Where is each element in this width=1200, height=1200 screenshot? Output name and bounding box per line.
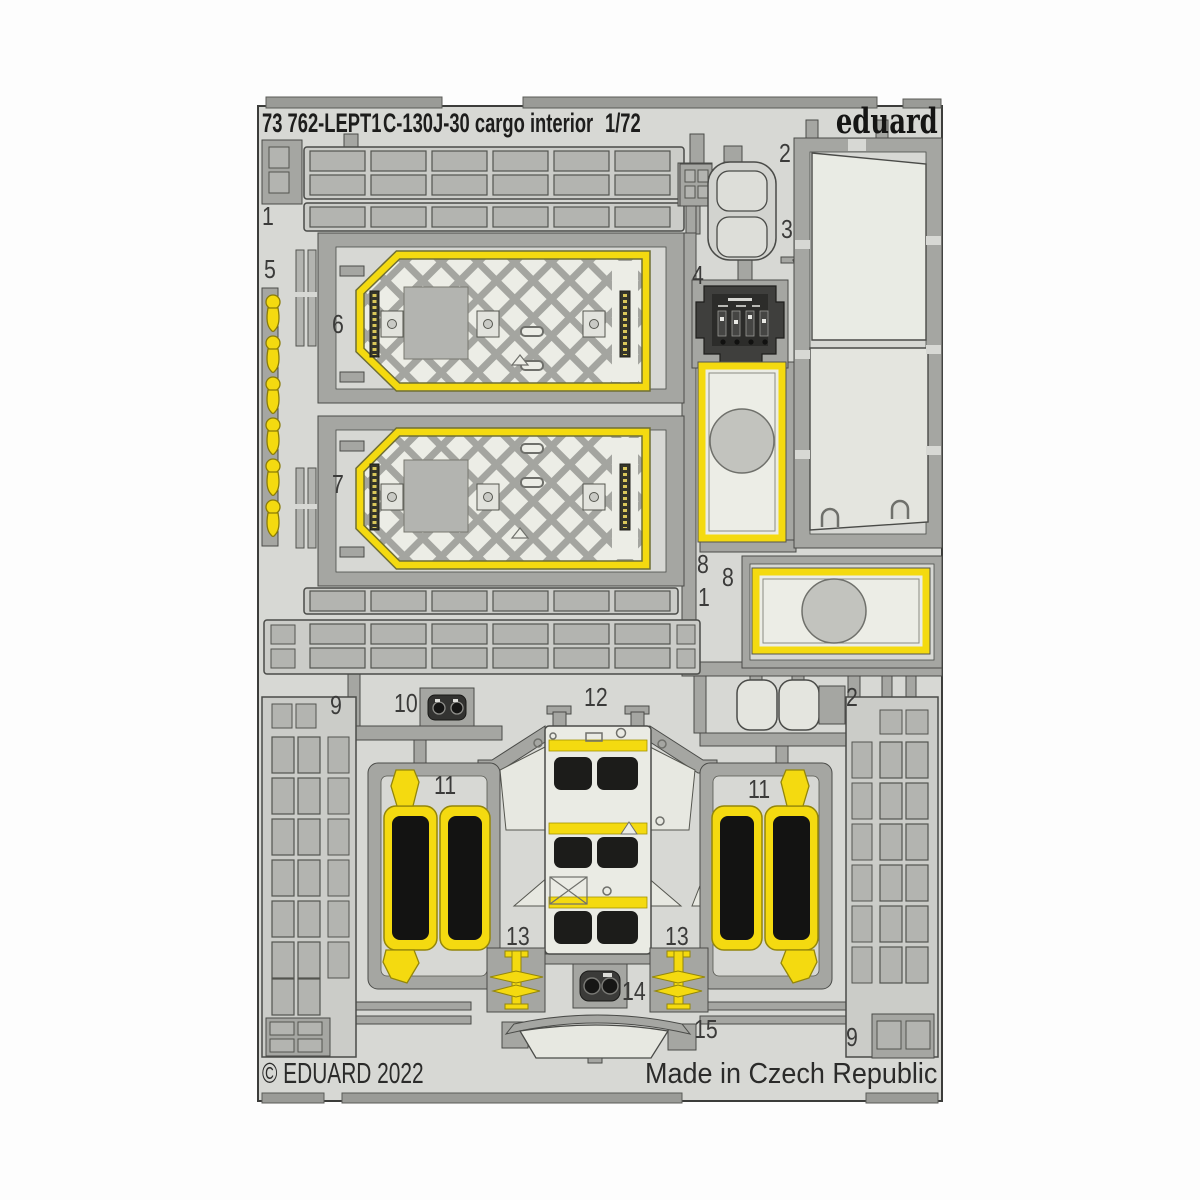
- part-number-label: 11: [748, 774, 771, 804]
- part-number-label: 1: [698, 582, 710, 612]
- part-11-straps-right: [699, 762, 833, 990]
- part-9-ladder-right: [845, 696, 939, 1059]
- part-8-panel-horizontal: [741, 555, 943, 669]
- part-5-buckle-column: [261, 287, 281, 547]
- part-13-cross-left: [486, 947, 546, 1013]
- part-11-straps-left: [367, 762, 501, 990]
- part-number-label: 12: [584, 682, 608, 712]
- part-4-control-panel: [691, 279, 789, 369]
- part-number-label: 9: [846, 1022, 858, 1052]
- part-number-label: 10: [394, 688, 418, 718]
- cargo-door-top: [811, 152, 927, 341]
- part-13-cross-right: [649, 947, 709, 1013]
- part-number-label: 14: [622, 976, 646, 1006]
- part-number-label: 7: [332, 469, 344, 499]
- part-7-floor-panel: [317, 415, 685, 587]
- part-number-label: 11: [434, 770, 457, 800]
- part-number-label: 1: [262, 201, 274, 231]
- part-number-label: 5: [264, 254, 276, 284]
- part-number-label: 3: [781, 214, 793, 244]
- cargo-door-panels: [793, 137, 943, 549]
- eduard-brand-logo: eduard: [836, 101, 938, 142]
- part-10-bracket: [419, 687, 475, 727]
- part-9-ladder-left: [261, 696, 357, 1058]
- made-in-text: Made in Czech Republic: [644, 1058, 937, 1090]
- part-14-lens-bracket: [572, 963, 628, 1009]
- part-number-label: 13: [506, 921, 530, 951]
- small-rail-strips: [294, 249, 318, 549]
- part-number-label: 6: [332, 309, 344, 339]
- part-2-clips: [736, 679, 846, 731]
- sheet-edge-tabs: [261, 96, 942, 1104]
- scale-label: 1/72: [605, 108, 641, 138]
- part-number-label: 13: [665, 921, 689, 951]
- part-number-label: 15: [694, 1014, 718, 1044]
- part-1-ladder-strips-top: [261, 139, 713, 232]
- copyright-text: © EDUARD 2022: [262, 1058, 424, 1090]
- part-8-panel-vertical: [697, 361, 787, 543]
- part-number-label: 4: [692, 260, 704, 290]
- cargo-door-bottom: [809, 347, 929, 531]
- sheet-code: 73 762-LEPT1: [262, 108, 382, 138]
- part-number-label: 9: [330, 690, 342, 720]
- part-number-label: 2: [779, 138, 791, 168]
- part-number-label: 8: [722, 562, 734, 592]
- part-number-label: 2: [846, 682, 858, 712]
- part-6-floor-panel: [317, 232, 685, 404]
- part-1-ladder-strips-mid: [263, 587, 701, 675]
- part-15-curved-panel: [501, 1014, 697, 1064]
- product-title: C-130J-30 cargo interior: [383, 108, 594, 138]
- part-number-label: 8: [697, 549, 709, 579]
- part-12-console: [477, 705, 718, 955]
- part-2-frame-piece: [679, 161, 777, 261]
